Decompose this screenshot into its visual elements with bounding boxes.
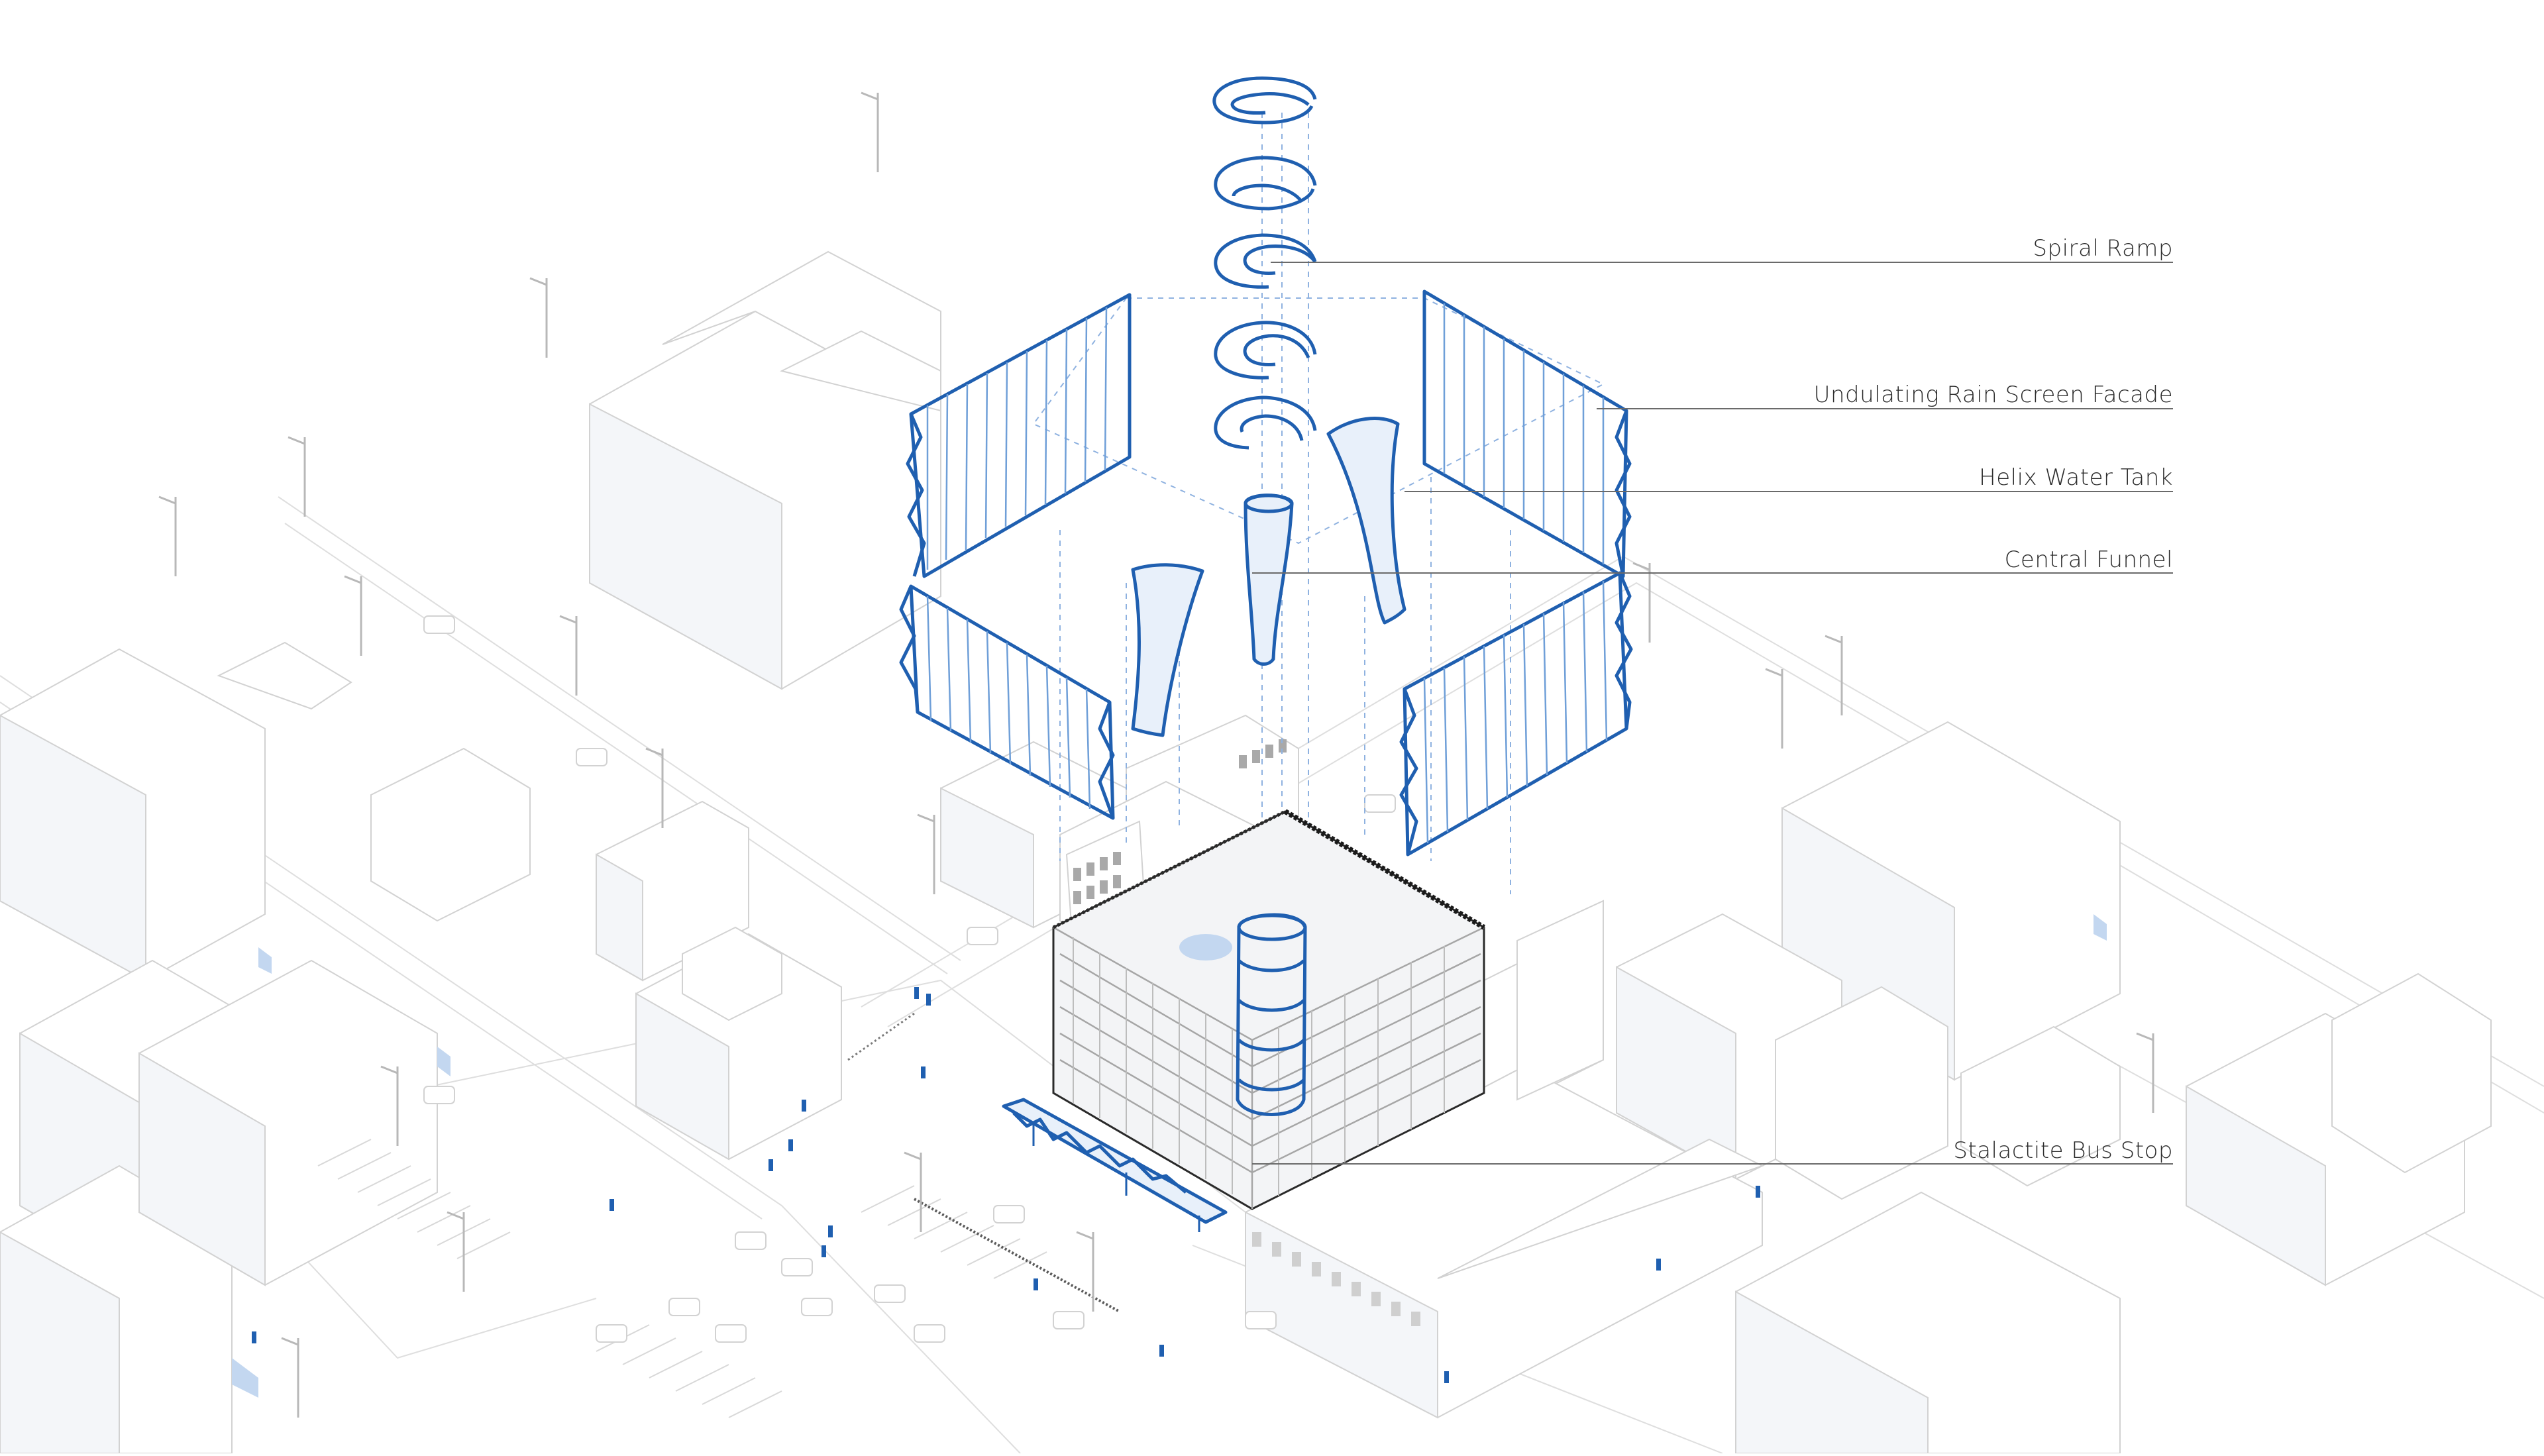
context-buildings [0, 250, 2492, 1454]
street-lamps [158, 91, 2154, 1418]
rain-screen-panel-upper-left [906, 293, 1132, 578]
storefront-windows [1252, 1232, 1420, 1326]
label-spiral-ramp: Spiral Ramp [2033, 235, 2173, 262]
assembled-spiral [1236, 913, 1307, 1116]
label-helix-water-tank: Helix Water Tank [1979, 464, 2173, 491]
stalactite-bus-stop [1002, 1098, 1228, 1232]
label-rain-screen-facade: Undulating Rain Screen Facade [1813, 382, 2173, 408]
spiral-ring-1 [1212, 76, 1317, 125]
spiral-ring-3 [1214, 233, 1317, 289]
people-figures [252, 987, 1760, 1383]
spiral-ring-5 [1214, 395, 1317, 450]
leader-lines [1252, 262, 2173, 1165]
assembled-building [1052, 809, 1486, 1210]
rain-screen-panel-upper-right [1422, 289, 1632, 578]
spiral-ramp [1212, 76, 1317, 450]
spiral-ring-2 [1214, 156, 1317, 211]
spiral-ring-4 [1214, 321, 1317, 380]
parking-lots [317, 615, 1396, 1418]
central-funnel [1244, 494, 1294, 666]
rain-screen-panel-lower-left [899, 584, 1115, 820]
label-stalactite-bus-stop: Stalactite Bus Stop [1953, 1137, 2173, 1164]
helix-water-tank [1131, 417, 1406, 737]
rain-screen-panel-lower-right [1399, 571, 1633, 857]
label-central-funnel: Central Funnel [2004, 546, 2173, 573]
